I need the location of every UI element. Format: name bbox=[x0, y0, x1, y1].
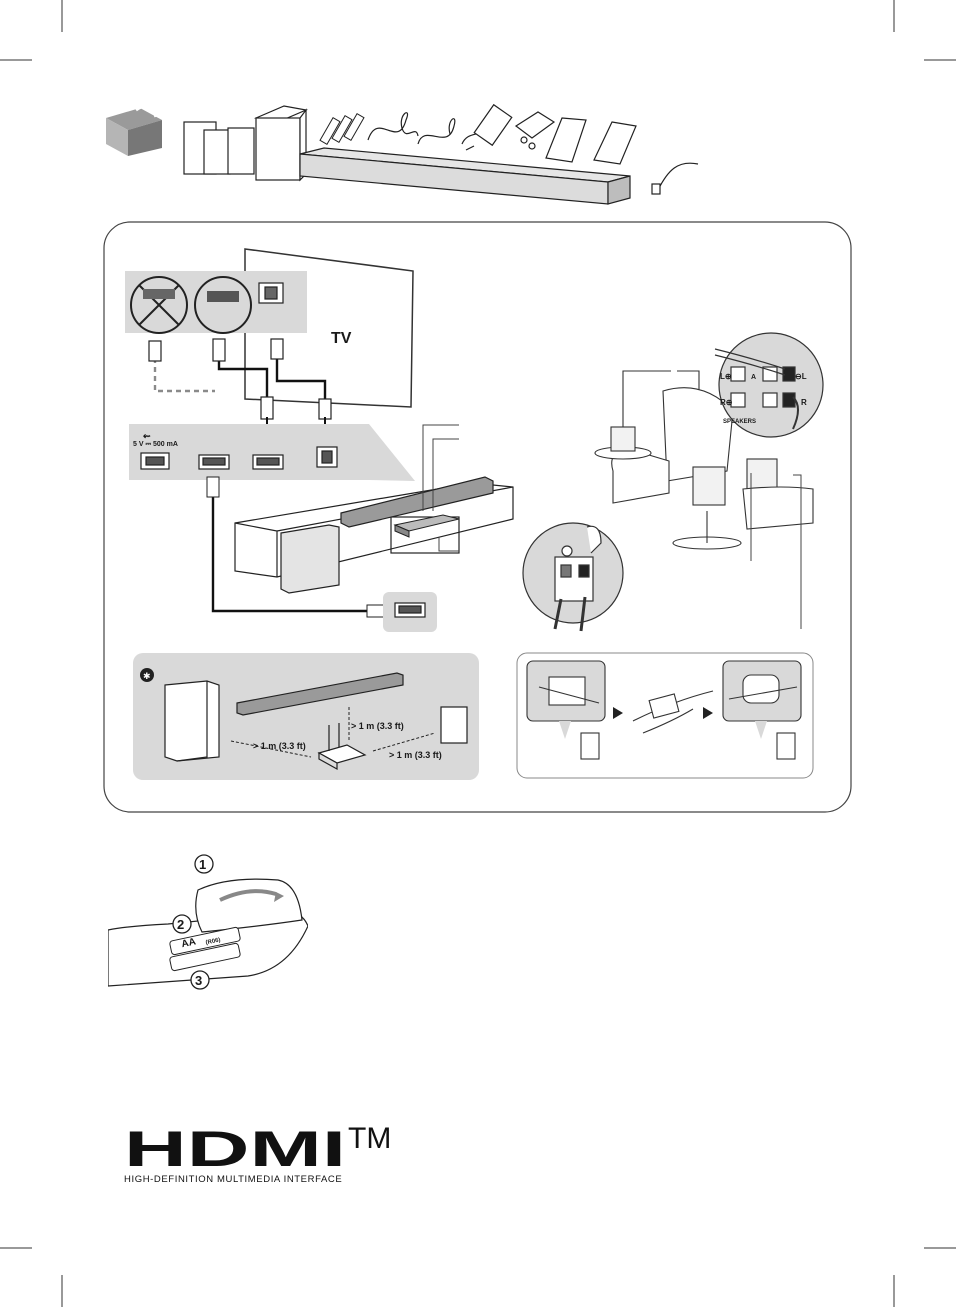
rear-speakers-icon bbox=[184, 122, 254, 174]
svg-text:1: 1 bbox=[199, 857, 206, 872]
soundbar-icon bbox=[300, 148, 630, 204]
hdmi-tagline: HIGH-DEFINITION MULTIMEDIA INTERFACE bbox=[124, 1174, 342, 1185]
soundbar-port-hdmi-out bbox=[253, 455, 283, 469]
terminal-label-minus-l: ⊖L bbox=[795, 372, 807, 381]
placement-subwoofer bbox=[165, 681, 219, 761]
svg-text:2: 2 bbox=[177, 917, 184, 932]
remote-battery-illustration: AA (R06) 1 2 3 bbox=[108, 850, 308, 992]
speakers-panel-label: SPEAKERS bbox=[723, 419, 756, 425]
usb-icon: ⇜ bbox=[143, 431, 151, 441]
box-contents-illustration bbox=[100, 100, 700, 205]
distance-label-1: > 1 m (3.3 ft) bbox=[253, 741, 306, 751]
soundbar-port-optical bbox=[317, 447, 337, 467]
terminal-label-r: R bbox=[801, 398, 807, 407]
terminal-label-lplus: L⊕ bbox=[720, 372, 732, 381]
speaker-cables-icon bbox=[368, 113, 455, 144]
svg-text:HDMI: HDMI bbox=[124, 1128, 346, 1168]
connection-diagram-panel: TV ⇜ 5 V ⎓ 500 mA bbox=[103, 221, 853, 814]
open-box-icon bbox=[106, 106, 162, 156]
tv-label: TV bbox=[331, 330, 352, 347]
hdmi-logo: HDMI bbox=[124, 1128, 348, 1168]
terminal-label-rplus: R⊕ bbox=[720, 398, 733, 407]
svg-text:✱: ✱ bbox=[143, 671, 151, 681]
power-adapter-icon bbox=[462, 105, 512, 150]
svg-text:3: 3 bbox=[195, 973, 202, 988]
distance-label-2: > 1 m (3.3 ft) bbox=[351, 721, 404, 731]
manuals-icon bbox=[546, 118, 636, 164]
subwoofer-icon bbox=[256, 106, 306, 180]
batteries-icon bbox=[320, 114, 364, 145]
tv-optical-port bbox=[259, 283, 283, 303]
wall-bracket-icon bbox=[516, 112, 554, 149]
usb-rating-label: 5 V ⎓ 500 mA bbox=[133, 441, 178, 448]
placement-rear-speaker bbox=[441, 707, 467, 743]
soundbar-port-hdmi-in bbox=[199, 455, 229, 469]
optical-cable-icon bbox=[652, 163, 698, 194]
hdmi-trademark: TM bbox=[348, 1122, 391, 1156]
soundbar-port-usb bbox=[141, 453, 169, 469]
subwoofer-stand bbox=[281, 525, 339, 593]
terminal-label-a: A bbox=[751, 374, 756, 381]
distance-label-3: > 1 m (3.3 ft) bbox=[389, 750, 442, 760]
external-device-hdmi-port bbox=[395, 603, 425, 617]
